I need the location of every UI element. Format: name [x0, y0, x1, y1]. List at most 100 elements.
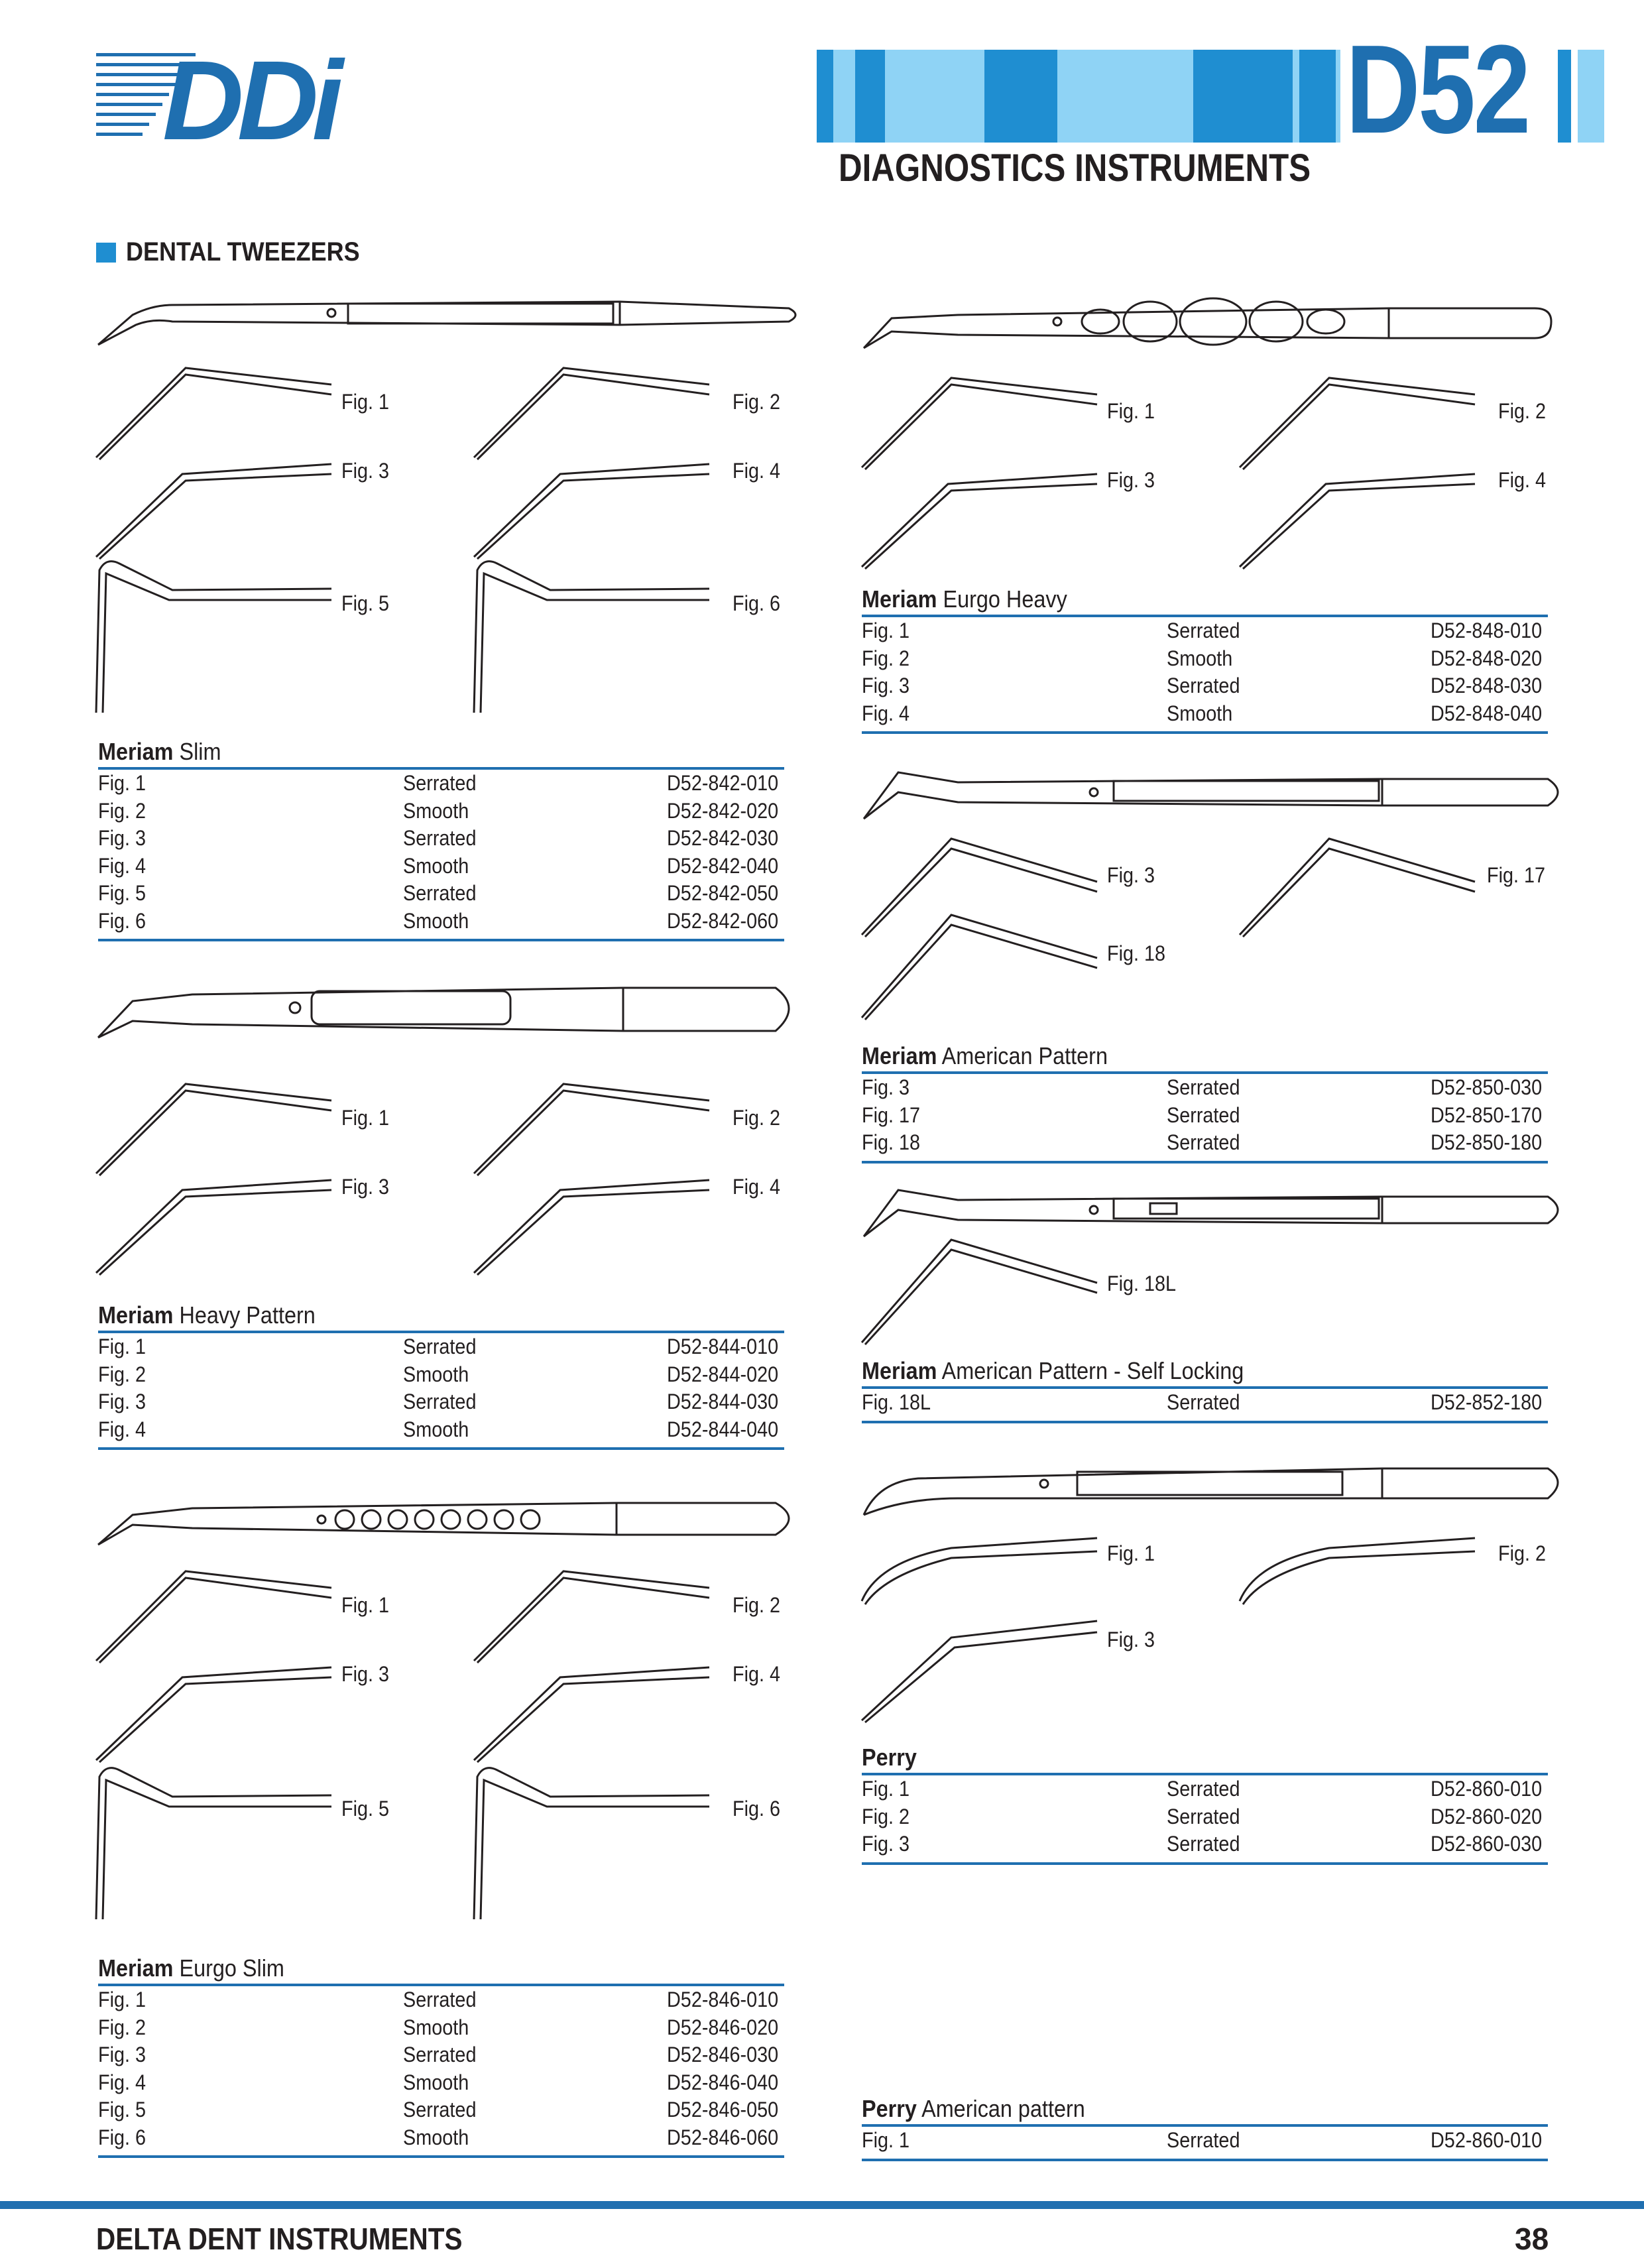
ddi-logo: DDi — [96, 46, 353, 146]
fig-label: Fig. 17 — [1487, 863, 1546, 887]
fig-label: Fig. 1 — [341, 1106, 390, 1130]
fig-label: Fig. 18 — [1107, 941, 1166, 965]
fig-label: Fig. 6 — [733, 591, 781, 615]
tweezer-drawing — [97, 1502, 790, 1546]
tip-drawing — [95, 1179, 332, 1276]
tip-drawing — [95, 1083, 332, 1177]
section-title: DENTAL TWEEZERS — [126, 237, 360, 267]
tip-drawing — [95, 1767, 332, 1920]
tip-drawing — [860, 914, 1098, 1021]
fig-label: Fig. 3 — [1107, 863, 1155, 887]
fig-label: Fig. 1 — [1107, 399, 1155, 423]
fig-label: Fig. 3 — [341, 1175, 390, 1199]
fig-label: Fig. 1 — [341, 390, 390, 414]
fig-label: Fig. 3 — [341, 1662, 390, 1686]
tip-drawing — [860, 837, 1098, 938]
tip-drawing — [473, 1083, 710, 1177]
tip-drawing — [473, 1179, 710, 1276]
header-band-stripe — [817, 50, 833, 143]
header-band-stripe — [984, 50, 1057, 143]
tip-drawing — [860, 1238, 1098, 1346]
tip-drawing — [1238, 473, 1476, 570]
header-band-stripe — [855, 50, 885, 143]
tip-drawing — [473, 463, 710, 560]
fig-label: Fig. 3 — [1107, 1628, 1155, 1651]
tip-drawing — [95, 1570, 332, 1664]
fig-label: Fig. 2 — [733, 1593, 781, 1617]
tip-drawing — [473, 560, 710, 713]
header-band-stripe — [1193, 50, 1293, 143]
table-title: Meriam Slim — [98, 738, 221, 765]
tip-drawing — [1238, 1537, 1476, 1605]
footer-rule — [0, 2201, 1644, 2209]
table-title: Perry American pattern — [862, 2095, 1085, 2122]
page-number: 38 — [1515, 2222, 1549, 2256]
fig-label: Fig. 5 — [341, 1797, 390, 1820]
ddi-logo-text: DDi — [162, 46, 346, 146]
header-band-stripe — [1578, 50, 1604, 143]
fig-label: Fig. 4 — [733, 1662, 781, 1686]
tip-drawing — [1238, 837, 1476, 938]
fig-label: Fig. 2 — [1498, 399, 1547, 423]
tweezer-drawing — [862, 1189, 1559, 1238]
tip-drawing — [95, 1666, 332, 1763]
fig-label: Fig. 1 — [341, 1593, 390, 1617]
tweezer-drawing — [862, 771, 1559, 820]
fig-label: Fig. 18L — [1107, 1272, 1177, 1295]
section-marker — [96, 243, 116, 263]
fig-label: Fig. 5 — [341, 591, 390, 615]
fig-label: Fig. 4 — [733, 459, 781, 483]
fig-label: Fig. 4 — [733, 1175, 781, 1199]
tweezer-drawing — [97, 986, 790, 1039]
table-title: Meriam American Pattern — [862, 1042, 1108, 1069]
table-title: Perry — [862, 1744, 917, 1771]
tip-drawing — [95, 367, 332, 461]
header-band-stripe — [1299, 50, 1336, 143]
fig-label: Fig. 6 — [733, 1797, 781, 1820]
tweezer-drawing — [862, 1467, 1559, 1516]
tip-drawing — [95, 463, 332, 560]
fig-label: Fig. 2 — [733, 390, 781, 414]
tip-drawing — [860, 1537, 1098, 1605]
tip-drawing — [473, 1570, 710, 1664]
tip-drawing — [860, 1620, 1098, 1724]
table-title: Meriam American Pattern - Self Locking — [862, 1357, 1244, 1384]
fig-label: Fig. 2 — [733, 1106, 781, 1130]
tweezer-drawing — [862, 297, 1553, 349]
tweezer-drawing — [97, 300, 797, 346]
tip-drawing — [860, 377, 1098, 471]
tip-drawing — [95, 560, 332, 713]
fig-label: Fig. 4 — [1498, 468, 1547, 492]
